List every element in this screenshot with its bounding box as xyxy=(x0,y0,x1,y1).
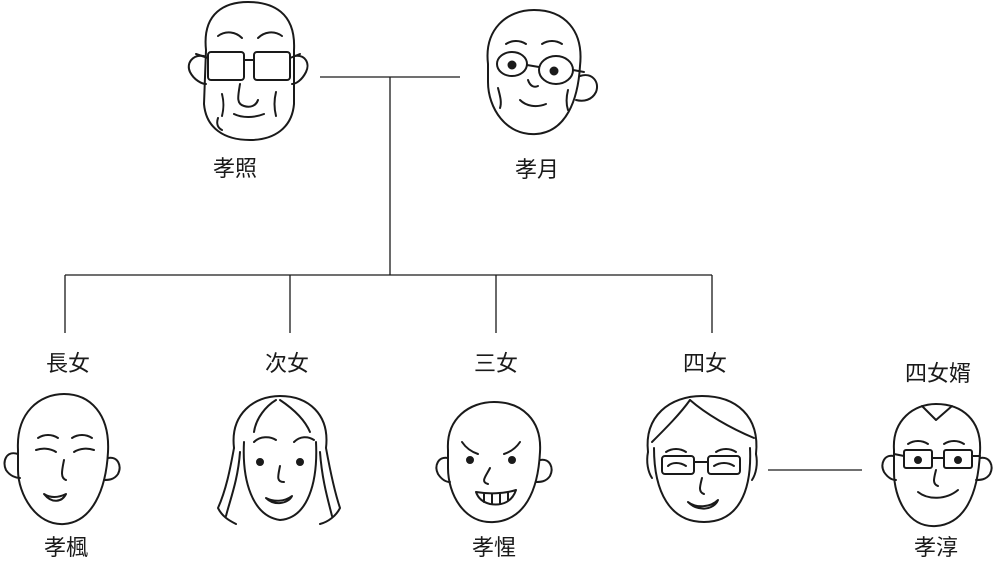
grinning-man-face-icon xyxy=(435,401,553,524)
role-label-child-2: 次女 xyxy=(264,352,309,377)
role-label-child-4: 四女 xyxy=(682,352,727,377)
name-label-grandparent-1: 孝照 xyxy=(212,157,257,182)
role-label-spouse: 四女婿 xyxy=(904,362,971,387)
elderly-man-round-glasses-face-icon xyxy=(486,9,598,136)
name-label-grandparent-2: 孝月 xyxy=(514,158,559,183)
role-label-child-3: 三女 xyxy=(473,352,518,377)
long-hair-woman-face-icon xyxy=(217,395,341,525)
name-label-child-3: 孝惺 xyxy=(471,536,516,561)
name-label-spouse: 孝淳 xyxy=(913,536,958,561)
role-label-child-1: 長女 xyxy=(45,352,90,377)
elderly-man-glasses-face-icon xyxy=(187,1,309,141)
man-glasses-face-icon xyxy=(881,403,993,528)
name-label-child-1: 孝楓 xyxy=(43,536,88,561)
woman-glasses-face-icon xyxy=(646,395,758,523)
bald-man-face-icon xyxy=(3,393,121,526)
